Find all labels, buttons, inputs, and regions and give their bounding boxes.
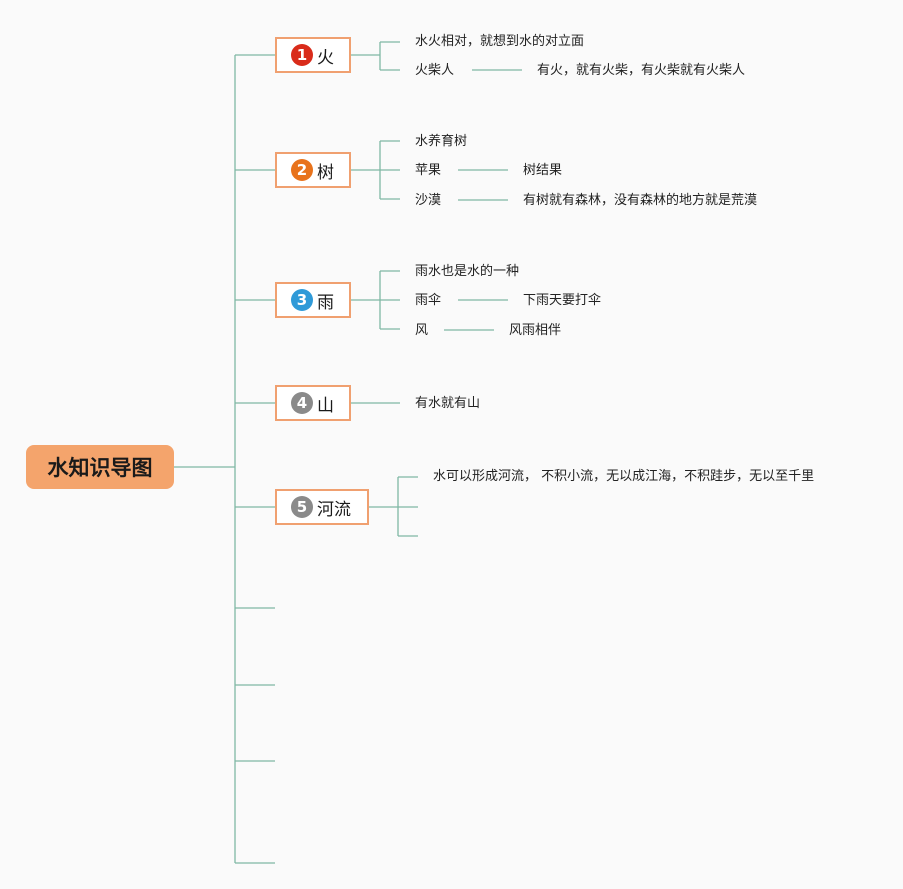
detail-node[interactable]: 风雨相伴 — [509, 323, 562, 338]
topic-node-rain[interactable]: 3 雨 — [275, 282, 351, 318]
topic-node-fire[interactable]: 1 火 — [275, 37, 351, 73]
number-badge-icon: 3 — [291, 289, 313, 311]
root-label: 水知识导图 — [47, 456, 153, 480]
number-badge-icon: 5 — [291, 496, 313, 518]
subtopic-node[interactable]: 火柴人 — [415, 63, 455, 78]
topic-node-river[interactable]: 5 河流 — [275, 489, 369, 525]
topic-5-child-connectors — [368, 476, 418, 537]
number-badge-icon: 1 — [291, 44, 313, 66]
number-badge-icon: 2 — [291, 159, 313, 181]
topic-3-child-connectors — [350, 270, 400, 330]
subtopic-node[interactable]: 雨伞 — [415, 293, 442, 308]
subtopic-node[interactable]: 苹果 — [415, 163, 442, 178]
subtopic-node[interactable]: 水可以形成河流， 不积小流，无以成江海，不积跬步，无以至千里 — [433, 469, 815, 484]
subtopic-node[interactable]: 风 — [415, 323, 429, 338]
topic-label: 山 — [317, 395, 334, 416]
topic-2-child-connectors — [350, 140, 400, 200]
topic-label: 雨 — [317, 292, 334, 313]
detail-node[interactable]: 有树就有森林，没有森林的地方就是荒漠 — [523, 193, 758, 208]
topic-label: 树 — [317, 162, 334, 183]
topic-label: 河流 — [317, 499, 351, 520]
detail-node[interactable]: 下雨天要打伞 — [523, 293, 602, 308]
detail-node[interactable]: 有火，就有火柴，有火柴就有火柴人 — [537, 63, 746, 78]
detail-node[interactable]: 树结果 — [523, 163, 563, 178]
topic-label: 火 — [317, 47, 334, 68]
subtopic-node[interactable]: 水火相对，就想到水的对立面 — [415, 34, 585, 49]
subtopic-node[interactable]: 水养育树 — [415, 134, 468, 149]
subtopic-node[interactable]: 有水就有山 — [415, 396, 481, 411]
number-badge-icon: 4 — [291, 392, 313, 414]
subtopic-node[interactable]: 雨水也是水的一种 — [415, 264, 520, 279]
topic-1-child-connectors — [350, 41, 400, 71]
topic-node-tree[interactable]: 2 树 — [275, 152, 351, 188]
root-node[interactable]: 水知识导图 — [26, 445, 174, 489]
topic-node-mountain[interactable]: 4 山 — [275, 385, 351, 421]
subtopic-node[interactable]: 沙漠 — [415, 193, 442, 208]
